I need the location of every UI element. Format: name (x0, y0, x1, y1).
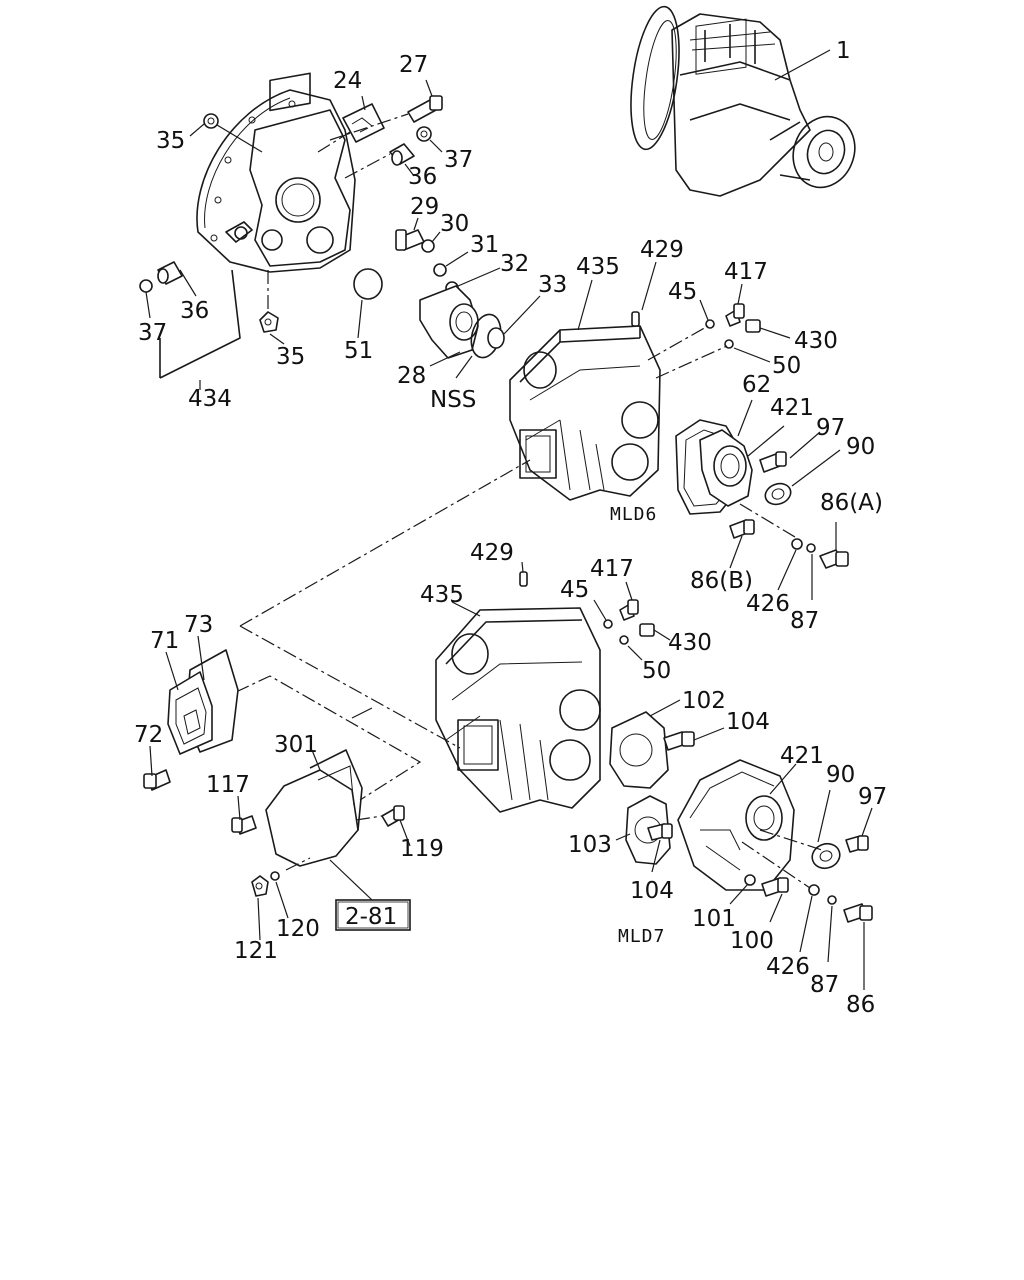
gasket-103 (615, 795, 673, 873)
label-part-90-top: 90 (846, 434, 875, 460)
transmission-assembly-drawing (630, 5, 856, 197)
label-part-45-top: 45 (668, 279, 697, 305)
label-part-27: 27 (399, 52, 428, 78)
label-part-121: 121 (234, 938, 278, 964)
label-part-24: 24 (333, 68, 362, 94)
label-model-mld6: MLD6 (610, 504, 657, 525)
gasket-102 (609, 699, 725, 789)
label-part-417-top: 417 (724, 259, 768, 285)
label-part-426-top: 426 (746, 591, 790, 617)
label-part-301: 301 (274, 732, 318, 758)
top-cover-71-gasket-73 (143, 635, 239, 791)
label-part-102: 102 (682, 688, 726, 714)
label-part-104-top: 104 (726, 709, 770, 735)
label-part-97-bottom: 97 (858, 784, 887, 810)
label-part-435-top: 435 (576, 254, 620, 280)
case-middle-fasteners (593, 581, 671, 661)
label-part-45-middle: 45 (560, 577, 589, 603)
label-part-1: 1 (836, 38, 851, 64)
label-part-51: 51 (344, 338, 373, 364)
label-part-33: 33 (538, 272, 567, 298)
label-part-117: 117 (206, 772, 250, 798)
bearing-retainer-group (395, 217, 541, 379)
label-part-32: 32 (500, 251, 529, 277)
label-part-37-left: 37 (138, 320, 167, 346)
nut-37-top (416, 126, 443, 153)
label-part-100: 100 (730, 928, 774, 954)
label-ref-2-81: 2-81 (345, 904, 397, 930)
rear-cover-mld6 (675, 399, 849, 600)
label-part-72: 72 (134, 722, 163, 748)
label-part-429-middle: 429 (470, 540, 514, 566)
label-plate-24 (317, 95, 385, 153)
dowel-pin-36-top (344, 143, 415, 179)
label-part-97-top: 97 (816, 415, 845, 441)
label-part-71: 71 (150, 628, 179, 654)
label-part-430-middle: 430 (668, 630, 712, 656)
label-part-101: 101 (692, 906, 736, 932)
label-nss: NSS (430, 387, 476, 413)
label-part-36-top: 36 (408, 164, 437, 190)
label-model-mld7: MLD7 (618, 926, 665, 947)
flywheel-housing-drawing (196, 72, 356, 273)
dowel-pin-36-left (139, 261, 241, 390)
label-part-421-bottom: 421 (780, 743, 824, 769)
label-part-50-middle: 50 (642, 658, 671, 684)
label-part-30: 30 (440, 211, 469, 237)
label-part-87-top: 87 (790, 608, 819, 634)
label-part-62: 62 (742, 372, 771, 398)
pto-cover-301 (231, 749, 411, 941)
transmission-case-top (509, 279, 661, 501)
label-part-35-top: 35 (156, 128, 185, 154)
label-part-429-top: 429 (640, 237, 684, 263)
label-part-50-top: 50 (772, 353, 801, 379)
label-part-120: 120 (276, 916, 320, 942)
label-part-435-middle: 435 (420, 582, 464, 608)
rear-housing-mld7 (677, 759, 873, 990)
label-part-417-middle: 417 (590, 556, 634, 582)
label-part-28: 28 (397, 363, 426, 389)
label-part-31: 31 (470, 232, 499, 258)
label-part-87-bottom: 87 (810, 972, 839, 998)
nut-35-top (189, 113, 219, 137)
label-part-86b: 86(B) (690, 568, 753, 594)
label-part-104-bottom: 104 (630, 878, 674, 904)
label-part-430-top: 430 (794, 328, 838, 354)
label-part-434: 434 (188, 386, 232, 412)
label-part-73: 73 (184, 612, 213, 638)
label-part-35-bottom: 35 (276, 344, 305, 370)
reference-box-2-81 (335, 899, 411, 931)
transmission-case-middle (435, 561, 601, 813)
label-part-119: 119 (400, 836, 444, 862)
label-part-103: 103 (568, 832, 612, 858)
label-part-426-bottom: 426 (766, 954, 810, 980)
label-part-421-top: 421 (770, 395, 814, 421)
label-part-86-bottom: 86 (846, 992, 875, 1018)
cover-51 (353, 268, 383, 339)
part-labels: 1 24 27 35 37 36 29 30 31 32 33 435 429 … (134, 38, 887, 1018)
nut-35-bottom (259, 270, 285, 345)
label-part-37-top: 37 (444, 147, 473, 173)
assembly-leader-lines (235, 459, 531, 801)
label-part-86a: 86(A) (820, 490, 883, 516)
label-part-36-left: 36 (180, 298, 209, 324)
bolt-27 (329, 79, 443, 141)
label-part-29: 29 (410, 194, 439, 220)
label-part-90-bottom: 90 (826, 762, 855, 788)
case-top-fasteners (631, 261, 791, 379)
